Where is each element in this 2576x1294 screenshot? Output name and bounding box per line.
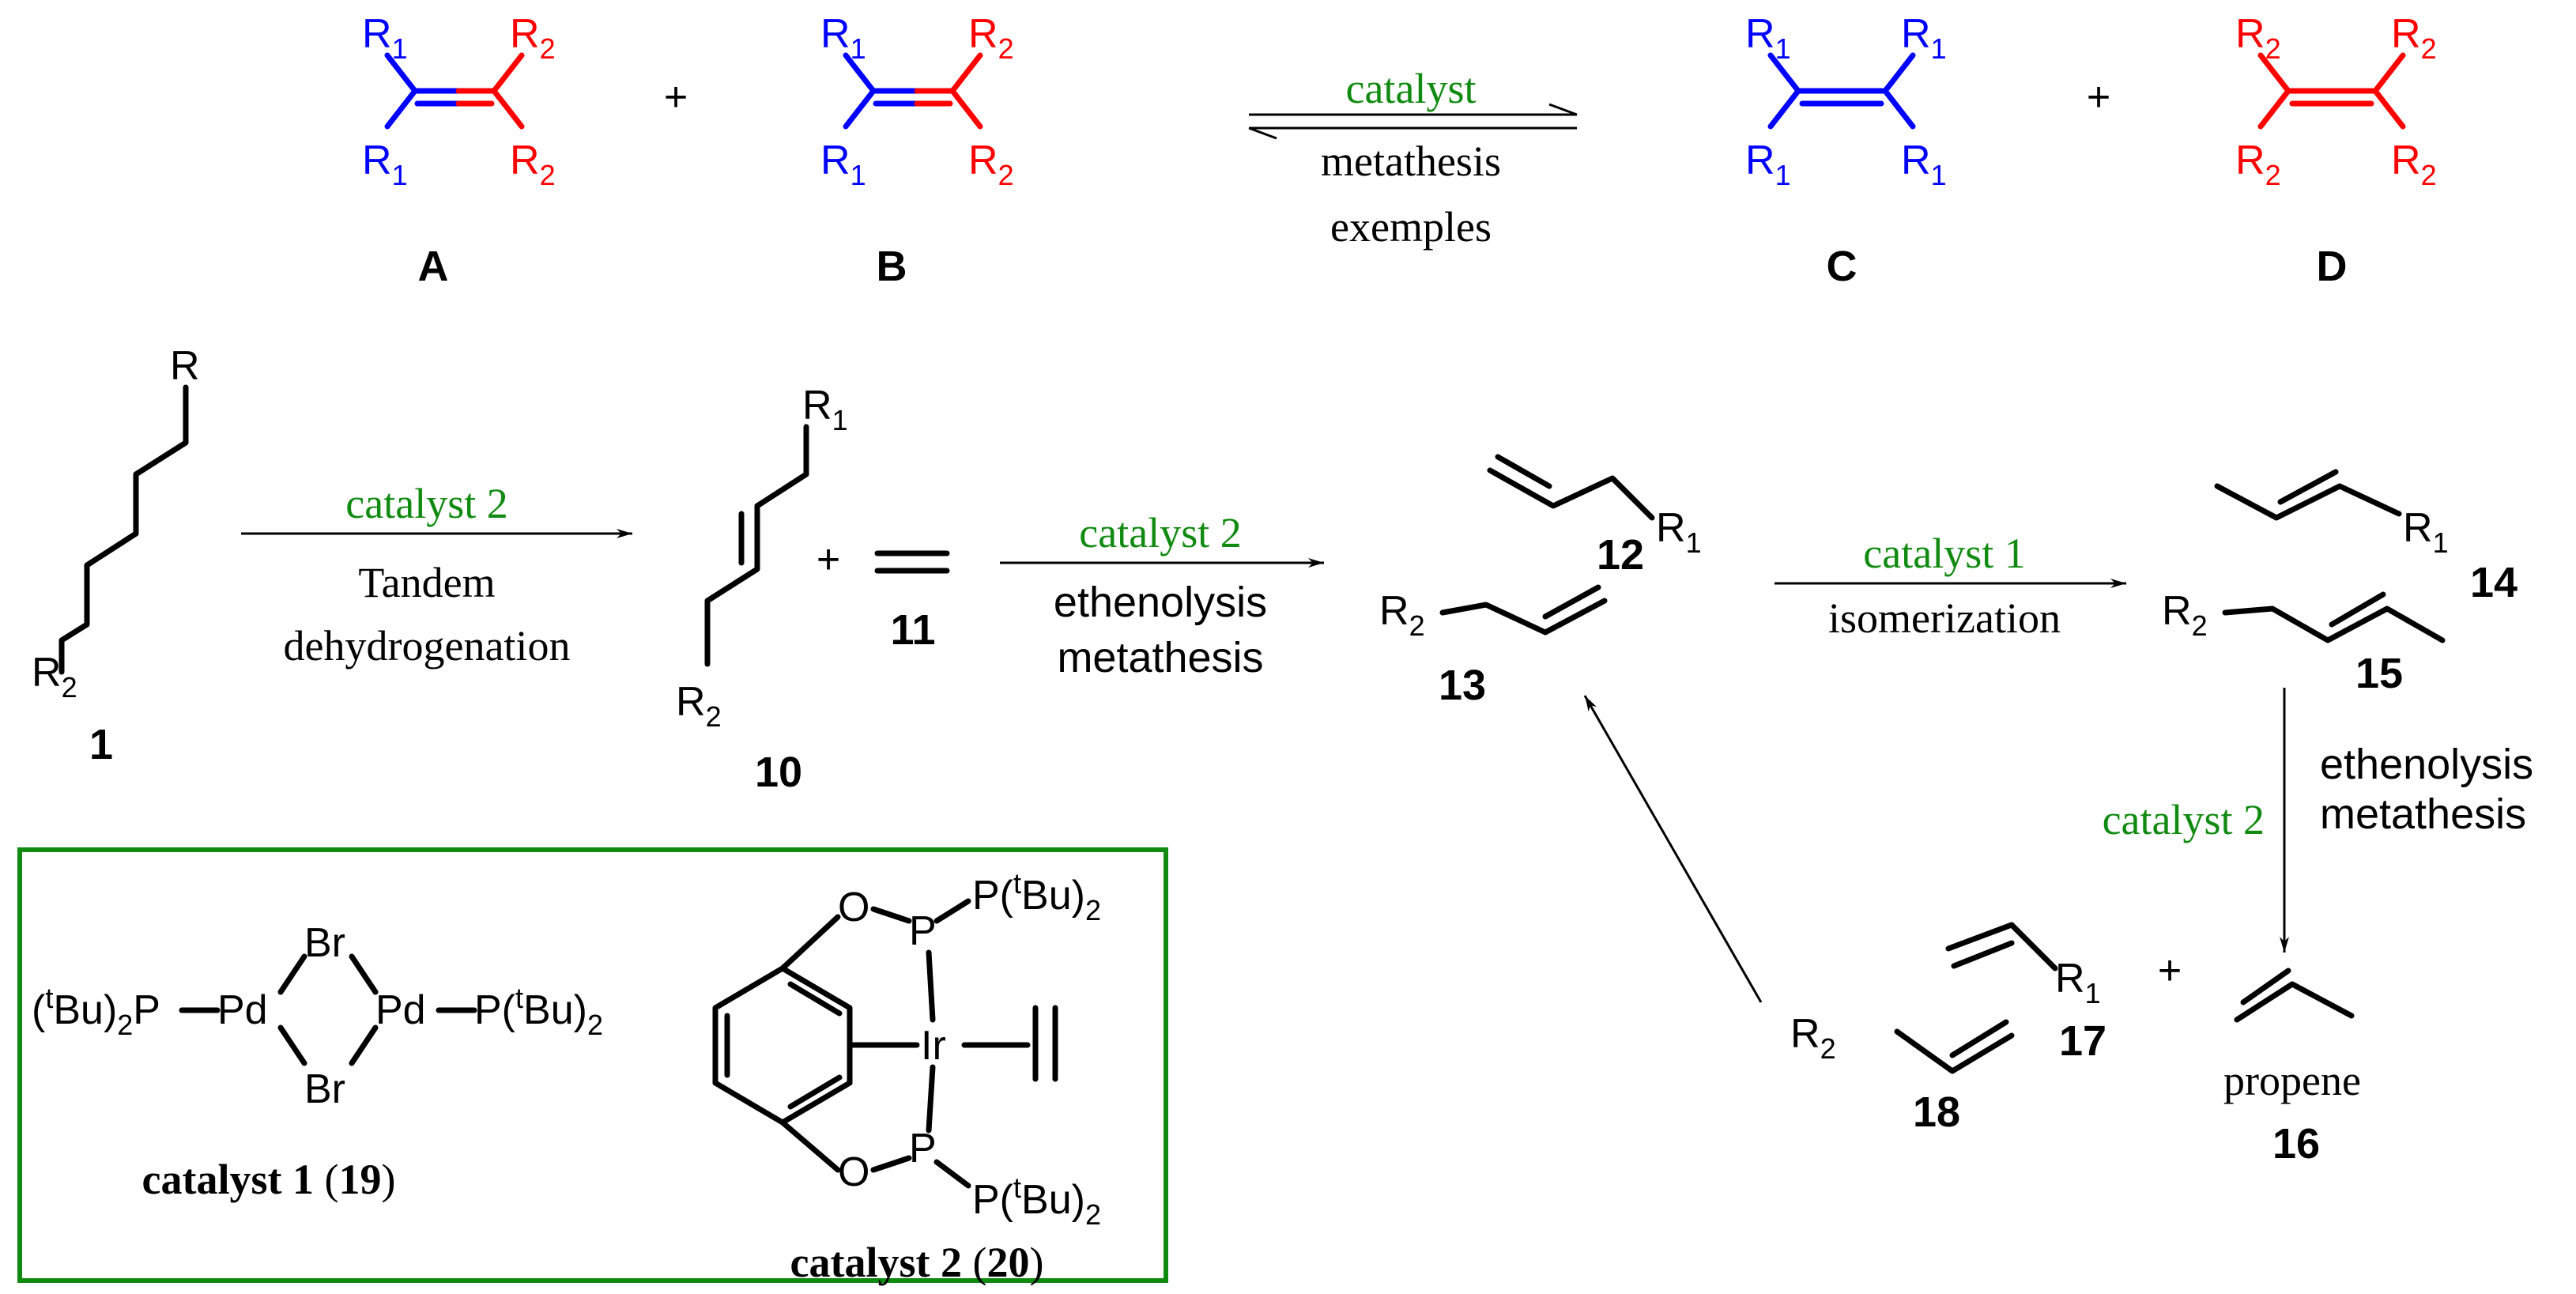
r1-label: R1: [2055, 956, 2101, 1009]
ligand-label: P(tBu)2: [972, 1171, 1101, 1231]
compound-label: 16: [2272, 1120, 2320, 1168]
bridge-label: Br: [304, 920, 345, 966]
plus-sign: +: [664, 74, 688, 120]
compound-label: 1: [89, 721, 113, 768]
r2-label: R2: [2235, 11, 2281, 65]
r1-label: R1: [820, 138, 866, 191]
r1-label: R1: [1901, 138, 1947, 191]
arrow-condition-label: Tandem: [358, 559, 495, 606]
compound-label: 11: [890, 606, 935, 654]
r2-label: R2: [2235, 138, 2281, 191]
ligand-label: P(tBu)2: [474, 982, 603, 1041]
r1-label: R1: [1745, 11, 1791, 65]
compound-label: C: [1827, 243, 1858, 290]
compound-label: B: [877, 243, 907, 290]
r2-label: R2: [510, 11, 556, 65]
ligand-label: P(tBu)2: [972, 867, 1101, 926]
catalyst-2-structure: O P P(tBu)2 O P P(tBu)2 Ir: [712, 867, 1101, 1231]
r1-label: R1: [1901, 11, 1947, 65]
r2-label: R2: [676, 679, 722, 733]
r2-label: R2: [1790, 1011, 1836, 1065]
r2-label: R2: [968, 11, 1014, 65]
compound-14: R1 14: [2214, 469, 2518, 606]
compound-15: R2 15: [2162, 588, 2446, 697]
r2-label: R2: [2391, 11, 2437, 65]
catalyst-box: [17, 847, 1168, 1283]
oxygen-label: O: [838, 1149, 869, 1195]
r2-label: R2: [32, 650, 77, 704]
r1-label: R1: [820, 11, 866, 65]
compound-label: A: [418, 243, 449, 290]
arrow-catalyst-label: catalyst 2: [1079, 509, 1241, 556]
compound-label: 12: [1597, 531, 1644, 579]
arrow-condition-label: metathesis: [1057, 634, 1263, 681]
compound-label: 13: [1439, 662, 1486, 709]
r1-label: R1: [802, 383, 848, 436]
catalyst-1-structure: (tBu)2P Pd Br Br Pd P(tBu)2: [32, 920, 603, 1112]
ligand-label: (tBu)2P: [32, 982, 160, 1041]
arrow-condition-label: dehydrogenation: [284, 622, 571, 670]
arrow-condition-label: ethenolysis: [2320, 741, 2533, 788]
equilibrium-arrow: [1248, 103, 1578, 140]
metal-label: Ir: [921, 1023, 946, 1069]
r1-label: R1: [1656, 505, 1702, 559]
catalyst-1-caption: catalyst 1 (19): [142, 1156, 396, 1203]
compound-C: R1 R1 R1 R1 C: [1745, 11, 1947, 290]
r2-label: R2: [510, 138, 556, 191]
arrow-metathesis-label: metathesis: [1321, 138, 1501, 185]
compound-1: R R2 1: [32, 343, 200, 768]
r2-label: R2: [2391, 138, 2437, 191]
compound-12: R1 12: [1487, 454, 1702, 579]
arrow-condition-label: isomerization: [1828, 594, 2061, 642]
plus-sign: +: [2158, 948, 2182, 994]
compound-label: 17: [2059, 1017, 2106, 1065]
r2-label: R2: [2162, 588, 2208, 642]
compound-D: R2 R2 R2 R2 D: [2235, 11, 2437, 290]
compound-11: 11: [874, 550, 950, 654]
r1-label: R1: [1745, 138, 1791, 191]
r1-label: R1: [362, 138, 408, 191]
catalyst-2-caption: catalyst 2 (20): [790, 1239, 1044, 1286]
phosphorus-label: P: [909, 908, 937, 954]
arrow-exemples-label: exemples: [1330, 203, 1492, 251]
r1-label: R1: [362, 11, 408, 65]
recycle-arrow: [1583, 695, 1763, 1003]
plus-sign: +: [2087, 74, 2110, 120]
compound-B: R1 R1 R2 R2 B: [820, 11, 1014, 290]
compound-label: D: [2317, 243, 2348, 290]
compound-18: R2 18: [1790, 1011, 2015, 1136]
arrow-catalyst-label: catalyst 1: [1863, 530, 2025, 577]
metal-label: Pd: [375, 987, 426, 1033]
oxygen-label: O: [838, 885, 869, 930]
r2-label: R2: [1379, 588, 1425, 642]
arrow-catalyst-label: catalyst 2: [2103, 796, 2265, 843]
compound-17: R1 17: [1945, 922, 2106, 1065]
metal-label: Pd: [217, 987, 268, 1033]
r2-label: R2: [968, 138, 1014, 191]
compound-name: propene: [2223, 1057, 2361, 1104]
compound-10: R1 R2 10: [676, 383, 848, 796]
compound-13: R2 13: [1379, 584, 1608, 709]
arrow-condition-label: ethenolysis: [1054, 579, 1267, 626]
compound-label: 15: [2355, 650, 2403, 697]
compound-A: R1 R1 R2 R2 A: [362, 11, 556, 290]
compound-label: 14: [2470, 559, 2518, 606]
arrow-catalyst-label: catalyst 2: [345, 480, 507, 527]
bridge-label: Br: [304, 1066, 345, 1112]
plus-sign: +: [817, 537, 840, 583]
arrow-condition-label: metathesis: [2320, 790, 2526, 838]
r1-label: R1: [2403, 505, 2449, 559]
compound-label: 18: [1913, 1088, 1960, 1136]
compound-label: 10: [755, 749, 802, 796]
arrow-catalyst-label: catalyst: [1346, 65, 1477, 112]
r-label: R: [170, 343, 200, 389]
compound-16: propene 16: [2223, 968, 2361, 1168]
phosphorus-label: P: [909, 1126, 937, 1171]
